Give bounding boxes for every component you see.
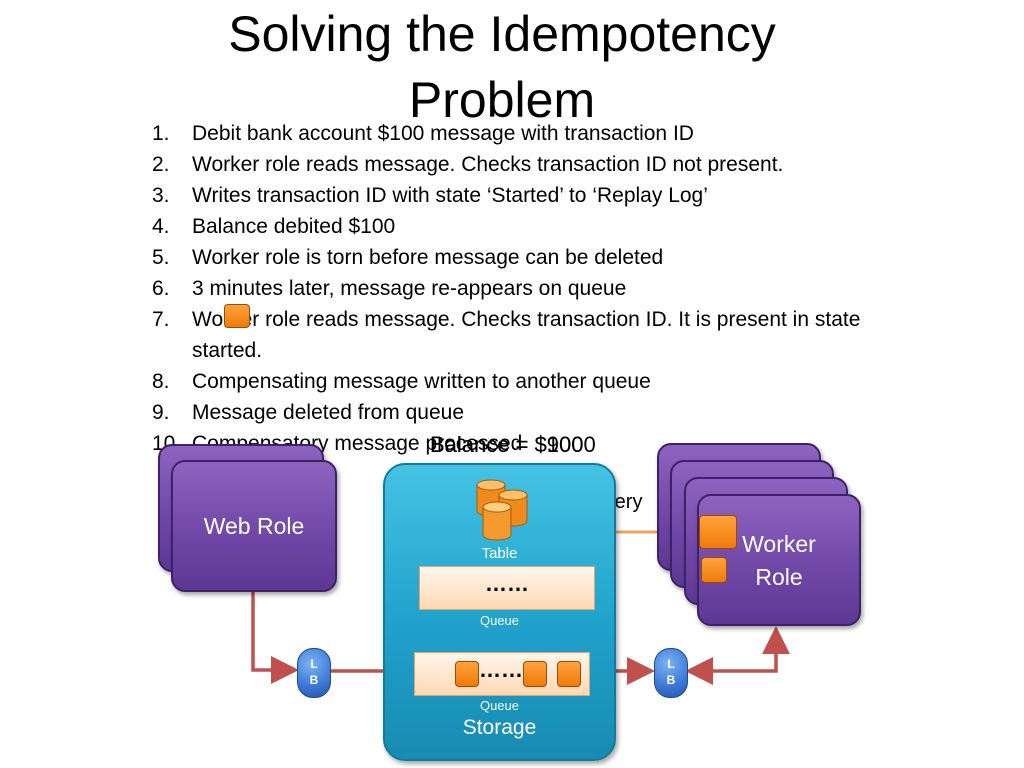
- step-number: 2.: [152, 153, 170, 176]
- step-number: 7.: [152, 308, 170, 331]
- list-item: 3. Writes transaction ID with state ‘Star…: [152, 180, 882, 211]
- table-storage-icon: [476, 479, 528, 541]
- step-number: 5.: [152, 246, 170, 269]
- lb-right-letter-1: L: [667, 657, 675, 671]
- message-icon: [455, 661, 479, 687]
- storage-container: Table …… Queue …… Queue Storage: [383, 463, 616, 761]
- queue-top-dots: ……: [485, 571, 529, 596]
- list-item: 9. Message deleted from queue: [152, 397, 882, 428]
- message-icon: [224, 304, 250, 328]
- list-item: 7. Worker role reads message. Checks tran…: [152, 304, 882, 366]
- step-text: Compensating message written to another …: [192, 370, 651, 393]
- step-text: Worker role reads message. Checks transa…: [192, 153, 784, 176]
- web-role-label: Web Role: [203, 513, 305, 539]
- step-text: Worker role reads message. Checks transa…: [192, 308, 861, 362]
- list-item: 8. Compensating message written to anothe…: [152, 366, 882, 397]
- lb-left-letter-1: L: [310, 657, 318, 671]
- web-to-lb-arrow: [251, 590, 299, 684]
- queue-bottom-label: Queue: [479, 698, 520, 713]
- queue-bottom-dots: ……: [479, 657, 523, 682]
- load-balancer-right: L B: [654, 648, 688, 698]
- lb-left-letter-2: B: [309, 673, 319, 687]
- message-icon: [701, 557, 727, 583]
- step-number: 1.: [152, 122, 170, 145]
- step-text: Balance debited $100: [192, 215, 396, 238]
- table-label: Table: [481, 545, 518, 562]
- queue-top-label: Queue: [479, 613, 520, 628]
- balance-label-back: Balance = $1000: [430, 432, 596, 457]
- step-number: 4.: [152, 215, 170, 238]
- step-text: 3 minutes later, message re-appears on q…: [192, 277, 627, 300]
- list-item: 1. Debit bank account $100 message with t…: [152, 118, 882, 149]
- list-item: 6. 3 minutes later, message re-appears on…: [152, 273, 882, 304]
- step-number: 8.: [152, 370, 170, 393]
- message-icon: [699, 515, 737, 549]
- step-text: Writes transaction ID with state ‘Starte…: [192, 184, 708, 207]
- lb-right-letter-2: B: [666, 673, 676, 687]
- slide-title-line1: Solving the Idempotency: [228, 6, 776, 62]
- step-text: Debit bank account $100 message with tra…: [192, 122, 694, 145]
- list-item: 5. Worker role is torn before message can…: [152, 242, 882, 273]
- step-number: 3.: [152, 184, 170, 207]
- step-text: Worker role is torn before message can b…: [192, 246, 664, 269]
- worker-role-label: Worker Role: [742, 531, 816, 590]
- step-number: 9.: [152, 401, 170, 424]
- load-balancer-left: L B: [297, 648, 331, 698]
- steps-list: 1. Debit bank account $100 message with t…: [152, 118, 882, 459]
- message-icon: [557, 661, 581, 687]
- storage-label: Storage: [462, 716, 537, 739]
- lb-to-worker-arrow: [685, 626, 790, 685]
- balance-label-front: Balance = $900: [430, 432, 584, 457]
- queue-top: ……: [419, 566, 595, 610]
- queue-bottom: ……: [414, 652, 590, 696]
- slide-title-line2: Problem: [408, 72, 596, 128]
- step-text: Message deleted from queue: [192, 401, 465, 424]
- list-item: 2. Worker role reads message. Checks tran…: [152, 149, 882, 180]
- list-item: 4. Balance debited $100: [152, 211, 882, 242]
- step-number: 6.: [152, 277, 170, 300]
- web-role-card: Web Role: [171, 460, 337, 592]
- message-icon: [523, 661, 547, 687]
